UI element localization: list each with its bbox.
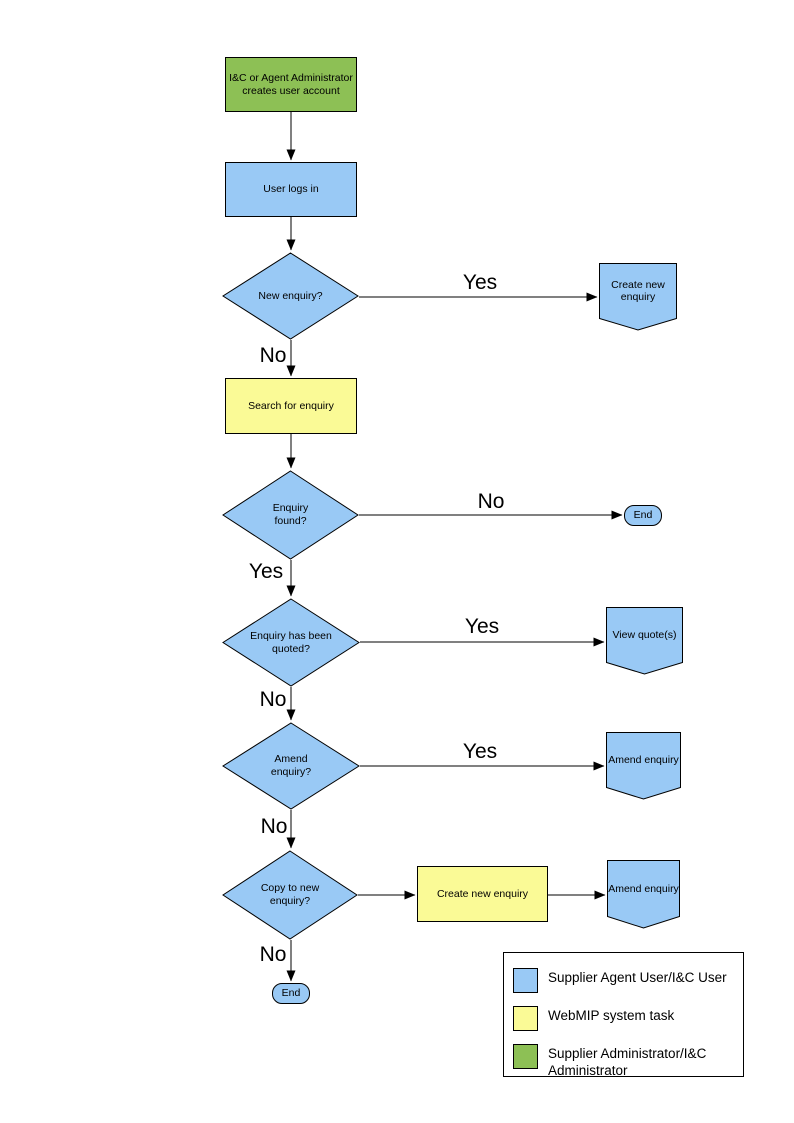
node-label: End — [633, 509, 653, 521]
offpage-connector-shape — [599, 263, 677, 331]
node-label: Enquiry found? — [272, 502, 309, 527]
edge-label-amend-no: No — [260, 815, 288, 838]
decision-amend-enquiry: Amend enquiry? — [222, 722, 360, 810]
node-label: Create new enquiry — [611, 279, 665, 303]
offpage-connector-shape — [606, 607, 683, 675]
node-label: View quote(s) — [612, 629, 677, 641]
edge-label-copy-no: No — [259, 943, 287, 966]
process-admin-creates-account: I&C or Agent Administrator creates user … — [225, 57, 357, 112]
decision-new-enquiry: New enquiry? — [222, 252, 359, 340]
diamond-shape — [222, 252, 359, 340]
offpage-view-quotes: View quote(s) — [606, 607, 683, 675]
terminator-end-bottom: End — [272, 983, 310, 1004]
offpage-amend-enquiry-2: Amend enquiry — [607, 860, 680, 929]
edge-label-quoted-no: No — [259, 688, 287, 711]
edge-label-amend-yes: Yes — [462, 740, 498, 763]
node-label: End — [281, 987, 301, 999]
node-label: Search for enquiry — [248, 399, 334, 412]
terminator-end-top: End — [624, 505, 662, 526]
offpage-connector-shape — [606, 732, 681, 800]
node-label: Create new enquiry — [436, 887, 529, 900]
legend-item-administrator: Supplier Administrator/I&C Administrator — [513, 1044, 737, 1079]
node-label: Amend enquiry — [608, 882, 679, 895]
diamond-shape — [222, 850, 358, 940]
diamond-shape — [222, 470, 359, 560]
node-label: Enquiry has been quoted? — [250, 629, 332, 655]
legend-item-user: Supplier Agent User/I&C User — [513, 968, 737, 993]
decision-copy-to-new-enquiry: Copy to new enquiry? — [222, 850, 358, 940]
legend-label: WebMIP system task — [548, 1008, 675, 1023]
offpage-create-new-enquiry: Create new enquiry — [599, 263, 677, 331]
diamond-shape — [222, 598, 360, 687]
task-create-new-enquiry: Create new enquiry — [417, 866, 548, 922]
offpage-connector-shape — [607, 860, 680, 929]
edge-label-new-enquiry-no: No — [259, 344, 287, 367]
offpage-amend-enquiry-1: Amend enquiry — [606, 732, 681, 800]
decision-enquiry-quoted: Enquiry has been quoted? — [222, 598, 360, 687]
legend-swatch-yellow — [513, 1006, 538, 1031]
diamond-shape — [222, 722, 360, 810]
edge-label-quoted-yes: Yes — [464, 615, 500, 638]
edge-label-found-yes: Yes — [248, 560, 284, 583]
process-user-logs-in: User logs in — [225, 162, 357, 217]
legend-label: Supplier Agent User/I&C User — [548, 970, 727, 985]
node-label: Amend enquiry? — [270, 753, 312, 778]
legend-swatch-green — [513, 1044, 538, 1069]
node-label: Copy to new enquiry? — [260, 882, 320, 907]
task-search-for-enquiry: Search for enquiry — [225, 378, 357, 434]
legend-label: Supplier Administrator/I&C Administrator — [548, 1046, 707, 1078]
edge-label-found-no: No — [477, 490, 505, 513]
node-label: Amend enquiry — [608, 754, 679, 766]
legend-box: Supplier Agent User/I&C User WebMIP syst… — [503, 952, 744, 1079]
legend-swatch-blue — [513, 968, 538, 993]
node-label: User logs in — [263, 183, 319, 195]
node-label: New enquiry? — [258, 289, 323, 302]
node-label: I&C or Agent Administrator creates user … — [229, 71, 353, 97]
legend-item-system-task: WebMIP system task — [513, 1006, 737, 1031]
edge-label-new-enquiry-yes: Yes — [462, 271, 498, 294]
decision-enquiry-found: Enquiry found? — [222, 470, 359, 560]
